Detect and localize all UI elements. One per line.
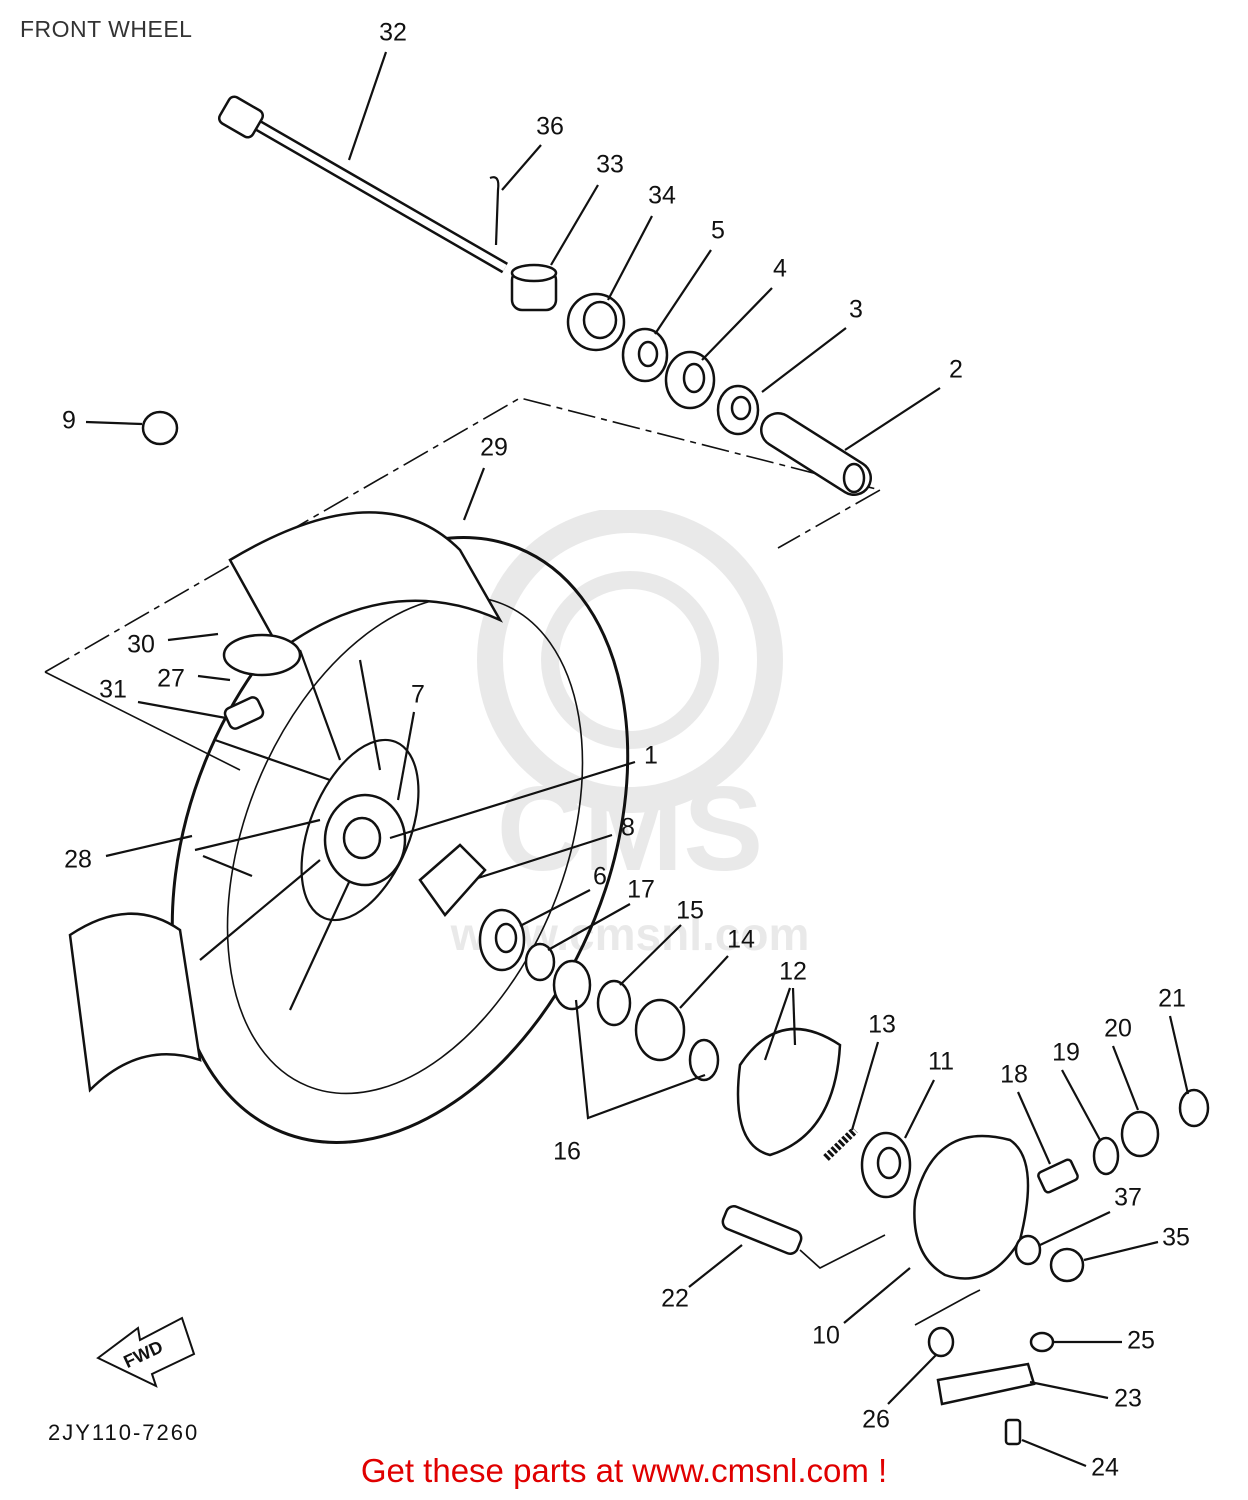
callout-8: 8	[621, 814, 635, 842]
callout-3: 3	[849, 296, 863, 324]
valve-part	[223, 696, 265, 730]
callout-35: 35	[1162, 1224, 1190, 1252]
collar-part	[510, 263, 558, 312]
callout-15: 15	[676, 897, 704, 925]
diagram-title: FRONT WHEEL	[20, 16, 193, 42]
callout-7: 7	[411, 681, 425, 709]
bolt-part-24	[1004, 1418, 1022, 1446]
callout-16: 16	[553, 1138, 581, 1166]
guide-frame-upper	[44, 397, 883, 673]
spacer-part-14	[634, 998, 686, 1062]
meter-cable-part	[721, 1205, 803, 1255]
callout-5: 5	[711, 217, 725, 245]
gear-unit-part	[418, 843, 487, 918]
circlip-part	[524, 942, 556, 982]
callout-11: 11	[928, 1048, 954, 1076]
callout-24: 24	[1091, 1454, 1119, 1482]
footer-link[interactable]: Get these parts at www.cmsnl.com !	[360, 1452, 888, 1489]
callout-26: 26	[862, 1406, 890, 1434]
callout-33: 33	[596, 151, 624, 179]
callout-2: 2	[949, 356, 963, 384]
tire-part	[68, 511, 630, 1144]
callout-36: 36	[536, 113, 564, 141]
callout-12: 12	[779, 958, 807, 986]
guide-frame-left	[44, 671, 241, 771]
callout-30: 30	[127, 631, 155, 659]
brake-plate-part	[913, 1134, 1030, 1280]
washer-part-26	[927, 1326, 955, 1358]
washer-part-19	[1092, 1136, 1120, 1176]
cap-part-21	[1178, 1088, 1210, 1128]
nut-part-25	[1029, 1331, 1055, 1353]
hub-part	[323, 793, 407, 887]
seal-part-20	[1120, 1110, 1160, 1158]
callout-1: 1	[644, 742, 658, 770]
callout-23: 23	[1114, 1385, 1142, 1413]
rim-spokes	[194, 649, 420, 1011]
callout-10: 10	[812, 1322, 840, 1350]
fwd-arrow: FWD	[96, 1316, 196, 1388]
rim-band-part	[222, 633, 302, 677]
thrust-washer-part	[596, 979, 632, 1027]
cam-lever-part	[936, 1362, 1036, 1406]
spoke-nipple-part	[202, 854, 253, 878]
callout-31: 31	[99, 676, 127, 704]
camshaft-part	[1037, 1158, 1079, 1194]
washer-part	[688, 1038, 720, 1082]
spacer-part-3	[716, 384, 760, 436]
callout-34: 34	[648, 182, 676, 210]
spacer-tube-part	[760, 412, 872, 496]
callout-25: 25	[1127, 1327, 1155, 1355]
bearing-part-5	[621, 327, 669, 383]
callout-32: 32	[379, 19, 407, 47]
callout-21: 21	[1158, 985, 1186, 1013]
callout-29: 29	[480, 434, 508, 462]
brake-spring-part	[823, 1127, 858, 1161]
bearing-part-6	[478, 908, 526, 972]
diagram-code: 2JY110-7260	[48, 1420, 199, 1445]
nut-part-35	[1049, 1247, 1085, 1283]
callout-4: 4	[773, 255, 787, 283]
axle-part	[217, 95, 509, 274]
washer-part-37	[1014, 1234, 1042, 1266]
callout-28: 28	[64, 846, 92, 874]
cms-watermark: CMS www.cmsnl.com	[450, 510, 809, 960]
spoke-nut-part	[141, 410, 179, 446]
dust-seal-part	[566, 292, 626, 352]
callout-37: 37	[1114, 1184, 1142, 1212]
callout-6: 6	[593, 863, 607, 891]
callout-20: 20	[1104, 1015, 1132, 1043]
callout-17: 17	[627, 876, 655, 904]
cotter-pin-part	[489, 176, 500, 246]
callout-14: 14	[727, 926, 755, 954]
oil-seal-part	[552, 959, 592, 1011]
callout-19: 19	[1052, 1039, 1080, 1067]
callout-22: 22	[661, 1285, 689, 1313]
callout-9: 9	[62, 407, 76, 435]
guide-line-22	[799, 1234, 886, 1269]
bearing-part-4	[664, 350, 716, 410]
callout-13: 13	[868, 1011, 896, 1039]
leader-lines	[85, 51, 1190, 1468]
group-bracket-16	[574, 999, 706, 1120]
seal-part-11	[860, 1131, 912, 1199]
watermark-text: CMS	[497, 762, 764, 896]
callout-27: 27	[157, 665, 185, 693]
brake-shoe-part	[736, 1027, 842, 1157]
callout-18: 18	[1000, 1061, 1028, 1089]
guide-line-10	[914, 1289, 981, 1326]
